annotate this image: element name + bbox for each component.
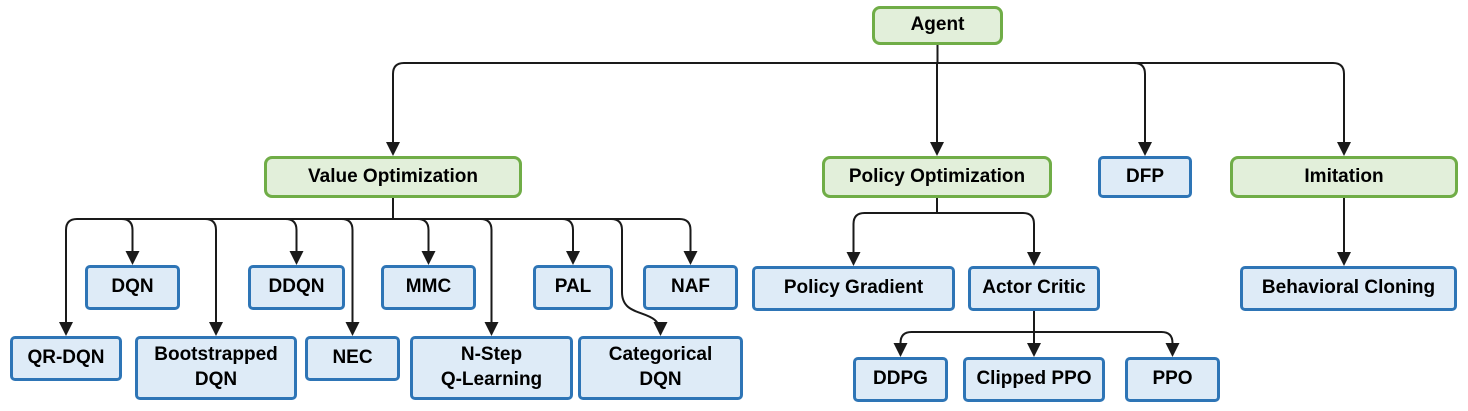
node-categorical-dqn: Categorical DQN — [578, 336, 743, 400]
node-label: MMC — [405, 276, 452, 298]
node-label: Categorical DQN — [608, 344, 713, 390]
node-label: Actor Critic — [982, 277, 1086, 299]
edge-rail-value-optimization — [65, 218, 692, 231]
edge-rail-policy-optimization — [852, 212, 1035, 225]
node-actor-critic: Actor Critic — [968, 266, 1100, 311]
node-label: DDQN — [268, 276, 325, 298]
node-qr-dqn: QR-DQN — [10, 336, 122, 381]
edge-value-optimization-to-n-step-q-learning — [480, 218, 499, 336]
node-ddqn: DDQN — [248, 265, 345, 310]
node-behavioral-cloning: Behavioral Cloning — [1240, 266, 1457, 311]
edge-value-optimization-to-categorical-dqn — [610, 218, 668, 336]
node-label: DFP — [1126, 165, 1164, 187]
edge-agent-to-dfp — [1133, 62, 1152, 156]
node-label: Policy Gradient — [783, 277, 924, 299]
edge-value-optimization-to-nec — [341, 218, 360, 336]
edge-value-optimization-to-pal — [561, 218, 580, 265]
node-policy-gradient: Policy Gradient — [752, 266, 955, 311]
node-label: DQN — [111, 276, 154, 298]
node-clipped-ppo: Clipped PPO — [963, 357, 1105, 402]
node-dqn: DQN — [85, 265, 180, 310]
node-pal: PAL — [533, 265, 613, 310]
node-imitation: Imitation — [1230, 156, 1458, 198]
node-mmc: MMC — [381, 265, 476, 310]
node-agent: Agent — [872, 6, 1003, 45]
node-ddpg: DDPG — [853, 357, 948, 402]
node-bootstrapped-dqn: Bootstrapped DQN — [135, 336, 297, 400]
node-label: Clipped PPO — [976, 368, 1092, 390]
edge-rail-actor-critic — [899, 331, 1174, 344]
edge-value-optimization-to-dqn — [121, 218, 140, 265]
node-label: QR-DQN — [27, 347, 105, 369]
edge-value-optimization-to-mmc — [417, 218, 436, 265]
node-label: NAF — [670, 276, 711, 298]
node-label: PPO — [1152, 368, 1193, 390]
edge-value-optimization-to-ddqn — [285, 218, 304, 265]
node-dfp: DFP — [1098, 156, 1192, 198]
node-label: PAL — [554, 276, 592, 298]
node-label: N-Step Q-Learning — [440, 344, 543, 390]
node-n-step-q-learning: N-Step Q-Learning — [410, 336, 573, 400]
node-naf: NAF — [643, 265, 738, 310]
node-label: Value Optimization — [308, 165, 478, 187]
node-label: NEC — [332, 347, 373, 369]
node-policy-optimization: Policy Optimization — [822, 156, 1052, 198]
edge-value-optimization-to-bootstrapped-dqn — [204, 218, 223, 336]
node-label: Bootstrapped DQN — [154, 344, 278, 390]
node-ppo: PPO — [1125, 357, 1220, 402]
edge-rail-agent — [392, 62, 1345, 75]
node-label: Behavioral Cloning — [1261, 277, 1436, 299]
node-label: Imitation — [1304, 165, 1384, 187]
node-label: DDPG — [873, 368, 928, 390]
node-value-optimization: Value Optimization — [264, 156, 522, 198]
node-nec: NEC — [305, 336, 400, 381]
node-label: Agent — [910, 14, 965, 36]
node-label: Policy Optimization — [848, 165, 1026, 187]
